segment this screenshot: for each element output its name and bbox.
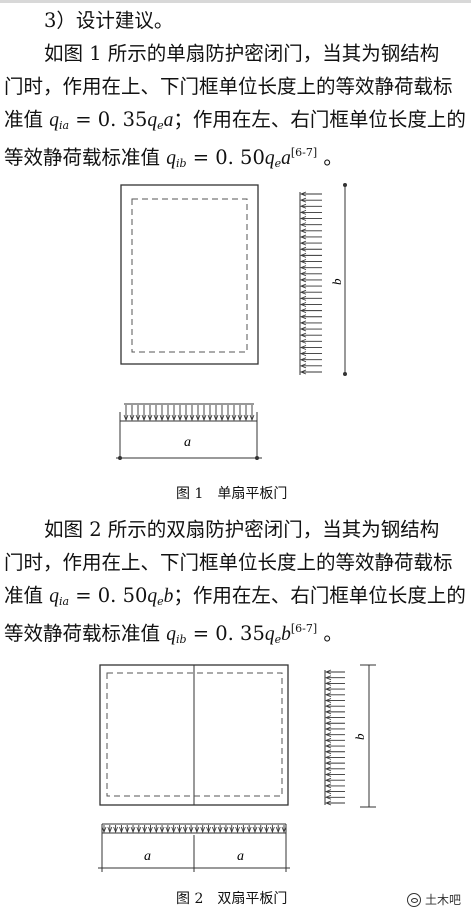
paragraph-1: 如图 1 所示的单扇防护密闭门，当其为钢结构 门时，作用在上、下门框单位长度上的… [4, 37, 466, 170]
dimension-b-label: b [329, 278, 344, 285]
p2-line-3: 准值 qia = 0. 50qeb；作用在左、右门框单位长度上的 [4, 584, 466, 608]
p1-line-1: 如图 1 所示的单扇防护密闭门，当其为钢结构 [44, 42, 440, 65]
p1-line-2: 门时，作用在上、下门框单位长度上的等效静荷载标 [4, 75, 453, 98]
figure-1-single-leaf-door: b a [116, 183, 347, 460]
watermark-text: 土木吧 [424, 893, 461, 907]
p1-line-3: 准值 qia = 0. 35qea；作用在左、右门框单位长度上的 [4, 108, 466, 132]
top-divider [0, 0, 471, 3]
p1-line-4: 等效静荷载标准值 qib = 0. 50qea[6-7] 。 [4, 146, 343, 170]
wechat-icon [406, 892, 421, 907]
dimension-a-label: a [184, 435, 191, 450]
p2-line-2: 门时，作用在上、下门框单位长度上的等效静荷载标 [4, 551, 453, 574]
section-heading-block: 3）设计建议。 [4, 4, 466, 37]
dimension-b-label-2: b [352, 733, 367, 740]
load-arrows-bottom-2 [101, 825, 287, 834]
figure-2-caption: 图 2 双扇平板门 [176, 891, 288, 907]
p2-line-1: 如图 2 所示的双扇防护密闭门，当其为钢结构 [44, 518, 440, 541]
watermark: 土木吧 [406, 891, 461, 908]
door-1-inner-dashed [131, 198, 248, 353]
load-arrows-right-2 [324, 669, 345, 806]
figure-2-double-leaf-door: b a a [98, 664, 376, 872]
door-2-inner-dashed [106, 672, 283, 797]
load-arrows-bottom [123, 405, 255, 422]
p2-line-4: 等效静荷载标准值 qib = 0. 35qeb[6-7] 。 [4, 622, 343, 646]
figure-1-caption: 图 1 单扇平板门 [176, 486, 288, 502]
dimension-a1-label: a [144, 849, 151, 864]
section-heading: 3）设计建议。 [44, 9, 174, 32]
dimension-a2-label: a [237, 849, 244, 864]
paragraph-2: 如图 2 所示的双扇防护密闭门，当其为钢结构 门时，作用在上、下门框单位长度上的… [4, 513, 466, 646]
load-arrows-right [299, 191, 322, 375]
door-1-outline [120, 184, 259, 365]
